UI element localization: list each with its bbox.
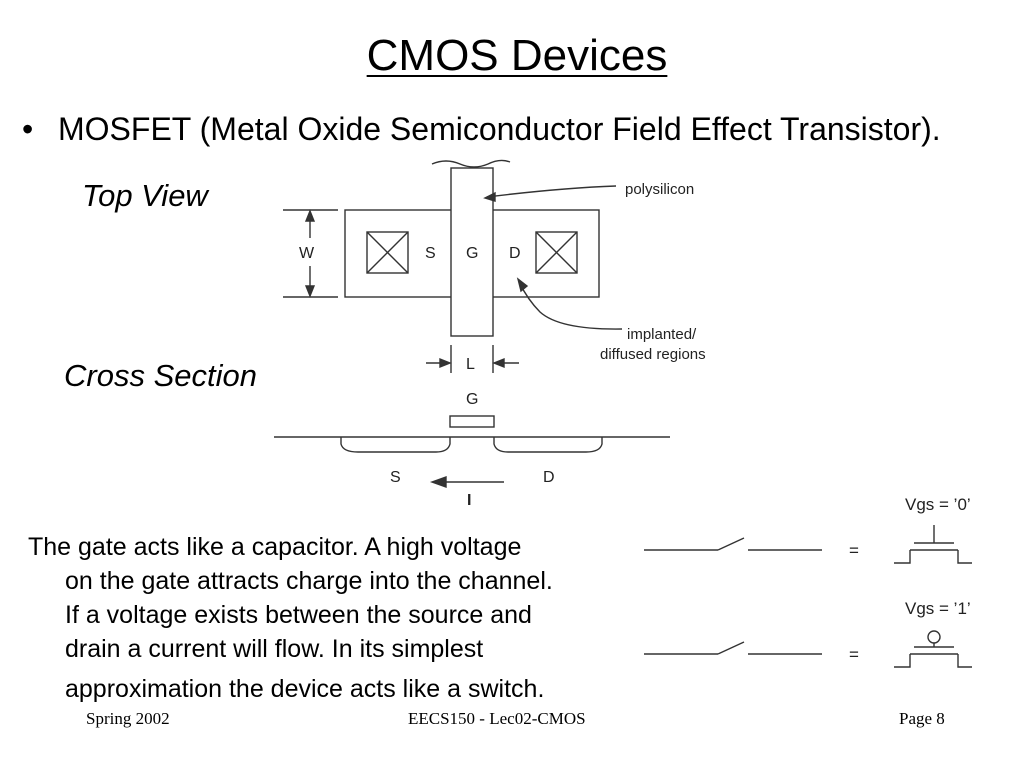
- paragraph-line-3: If a voltage exists between the source a…: [65, 601, 532, 629]
- cross-section-labels: G S D I: [390, 391, 555, 509]
- width-label: W: [299, 245, 315, 262]
- polysilicon-label: polysilicon: [625, 181, 694, 198]
- drain-contact-icon: [535, 231, 578, 274]
- paragraph-line-5: approximation the device acts like a swi…: [65, 675, 545, 703]
- length-dimension: [426, 345, 519, 373]
- switch-labels: Vgs = ’0’ Vgs = ’1’ = =: [849, 495, 971, 664]
- slide-title: CMOS Devices: [366, 31, 668, 80]
- top-view-label: Top View: [82, 178, 208, 213]
- vgs-one-label: Vgs = ’1’: [905, 599, 971, 618]
- source-label: S: [425, 245, 436, 262]
- source-contact-icon: [366, 231, 409, 274]
- gate-label: G: [466, 245, 478, 262]
- paragraph-line-4: drain a current will flow. In its simple…: [65, 635, 484, 663]
- polysilicon-leader: [486, 185, 617, 198]
- pmos-symbol-icon: [894, 630, 972, 668]
- footer-date: Spring 2002: [86, 709, 170, 728]
- footer-page-number: Page 8: [899, 709, 945, 728]
- nmos-symbol-icon: [894, 525, 972, 564]
- paragraph-line-2: on the gate attracts charge into the cha…: [65, 567, 553, 595]
- vgs-zero-label: Vgs = ’0’: [905, 495, 971, 514]
- drain-label: D: [509, 245, 521, 262]
- implanted-label: implanted/: [627, 326, 697, 343]
- implant-leader: [518, 281, 623, 330]
- paragraph-line-1: The gate acts like a capacitor. A high v…: [28, 533, 522, 561]
- switch-on-diagram: [644, 641, 822, 655]
- gate-oxide: [449, 415, 495, 428]
- diffused-regions-label: diffused regions: [600, 346, 706, 363]
- current-label: I: [467, 492, 471, 509]
- equals-sign-1: =: [849, 541, 859, 560]
- cs-gate-label: G: [466, 391, 478, 408]
- width-dimension: [283, 209, 338, 298]
- cross-section-diagram: [274, 415, 670, 488]
- bullet-text: MOSFET (Metal Oxide Semiconductor Field …: [58, 111, 941, 147]
- polysilicon-gate: [450, 167, 494, 337]
- top-view-labels: W S G D L polysilicon implanted/ diffuse…: [299, 181, 706, 373]
- break-line: [431, 159, 511, 168]
- drain-well: [493, 437, 603, 453]
- top-view-diagram: [283, 159, 623, 373]
- length-label: L: [466, 356, 475, 373]
- footer-course: EECS150 - Lec02-CMOS: [408, 709, 586, 728]
- cs-drain-label: D: [543, 469, 555, 486]
- bullet-marker: •: [22, 111, 34, 147]
- cross-section-label: Cross Section: [64, 358, 257, 393]
- cs-source-label: S: [390, 469, 401, 486]
- switch-off-diagram: [644, 537, 822, 551]
- equals-sign-2: =: [849, 645, 859, 664]
- source-well: [340, 437, 451, 453]
